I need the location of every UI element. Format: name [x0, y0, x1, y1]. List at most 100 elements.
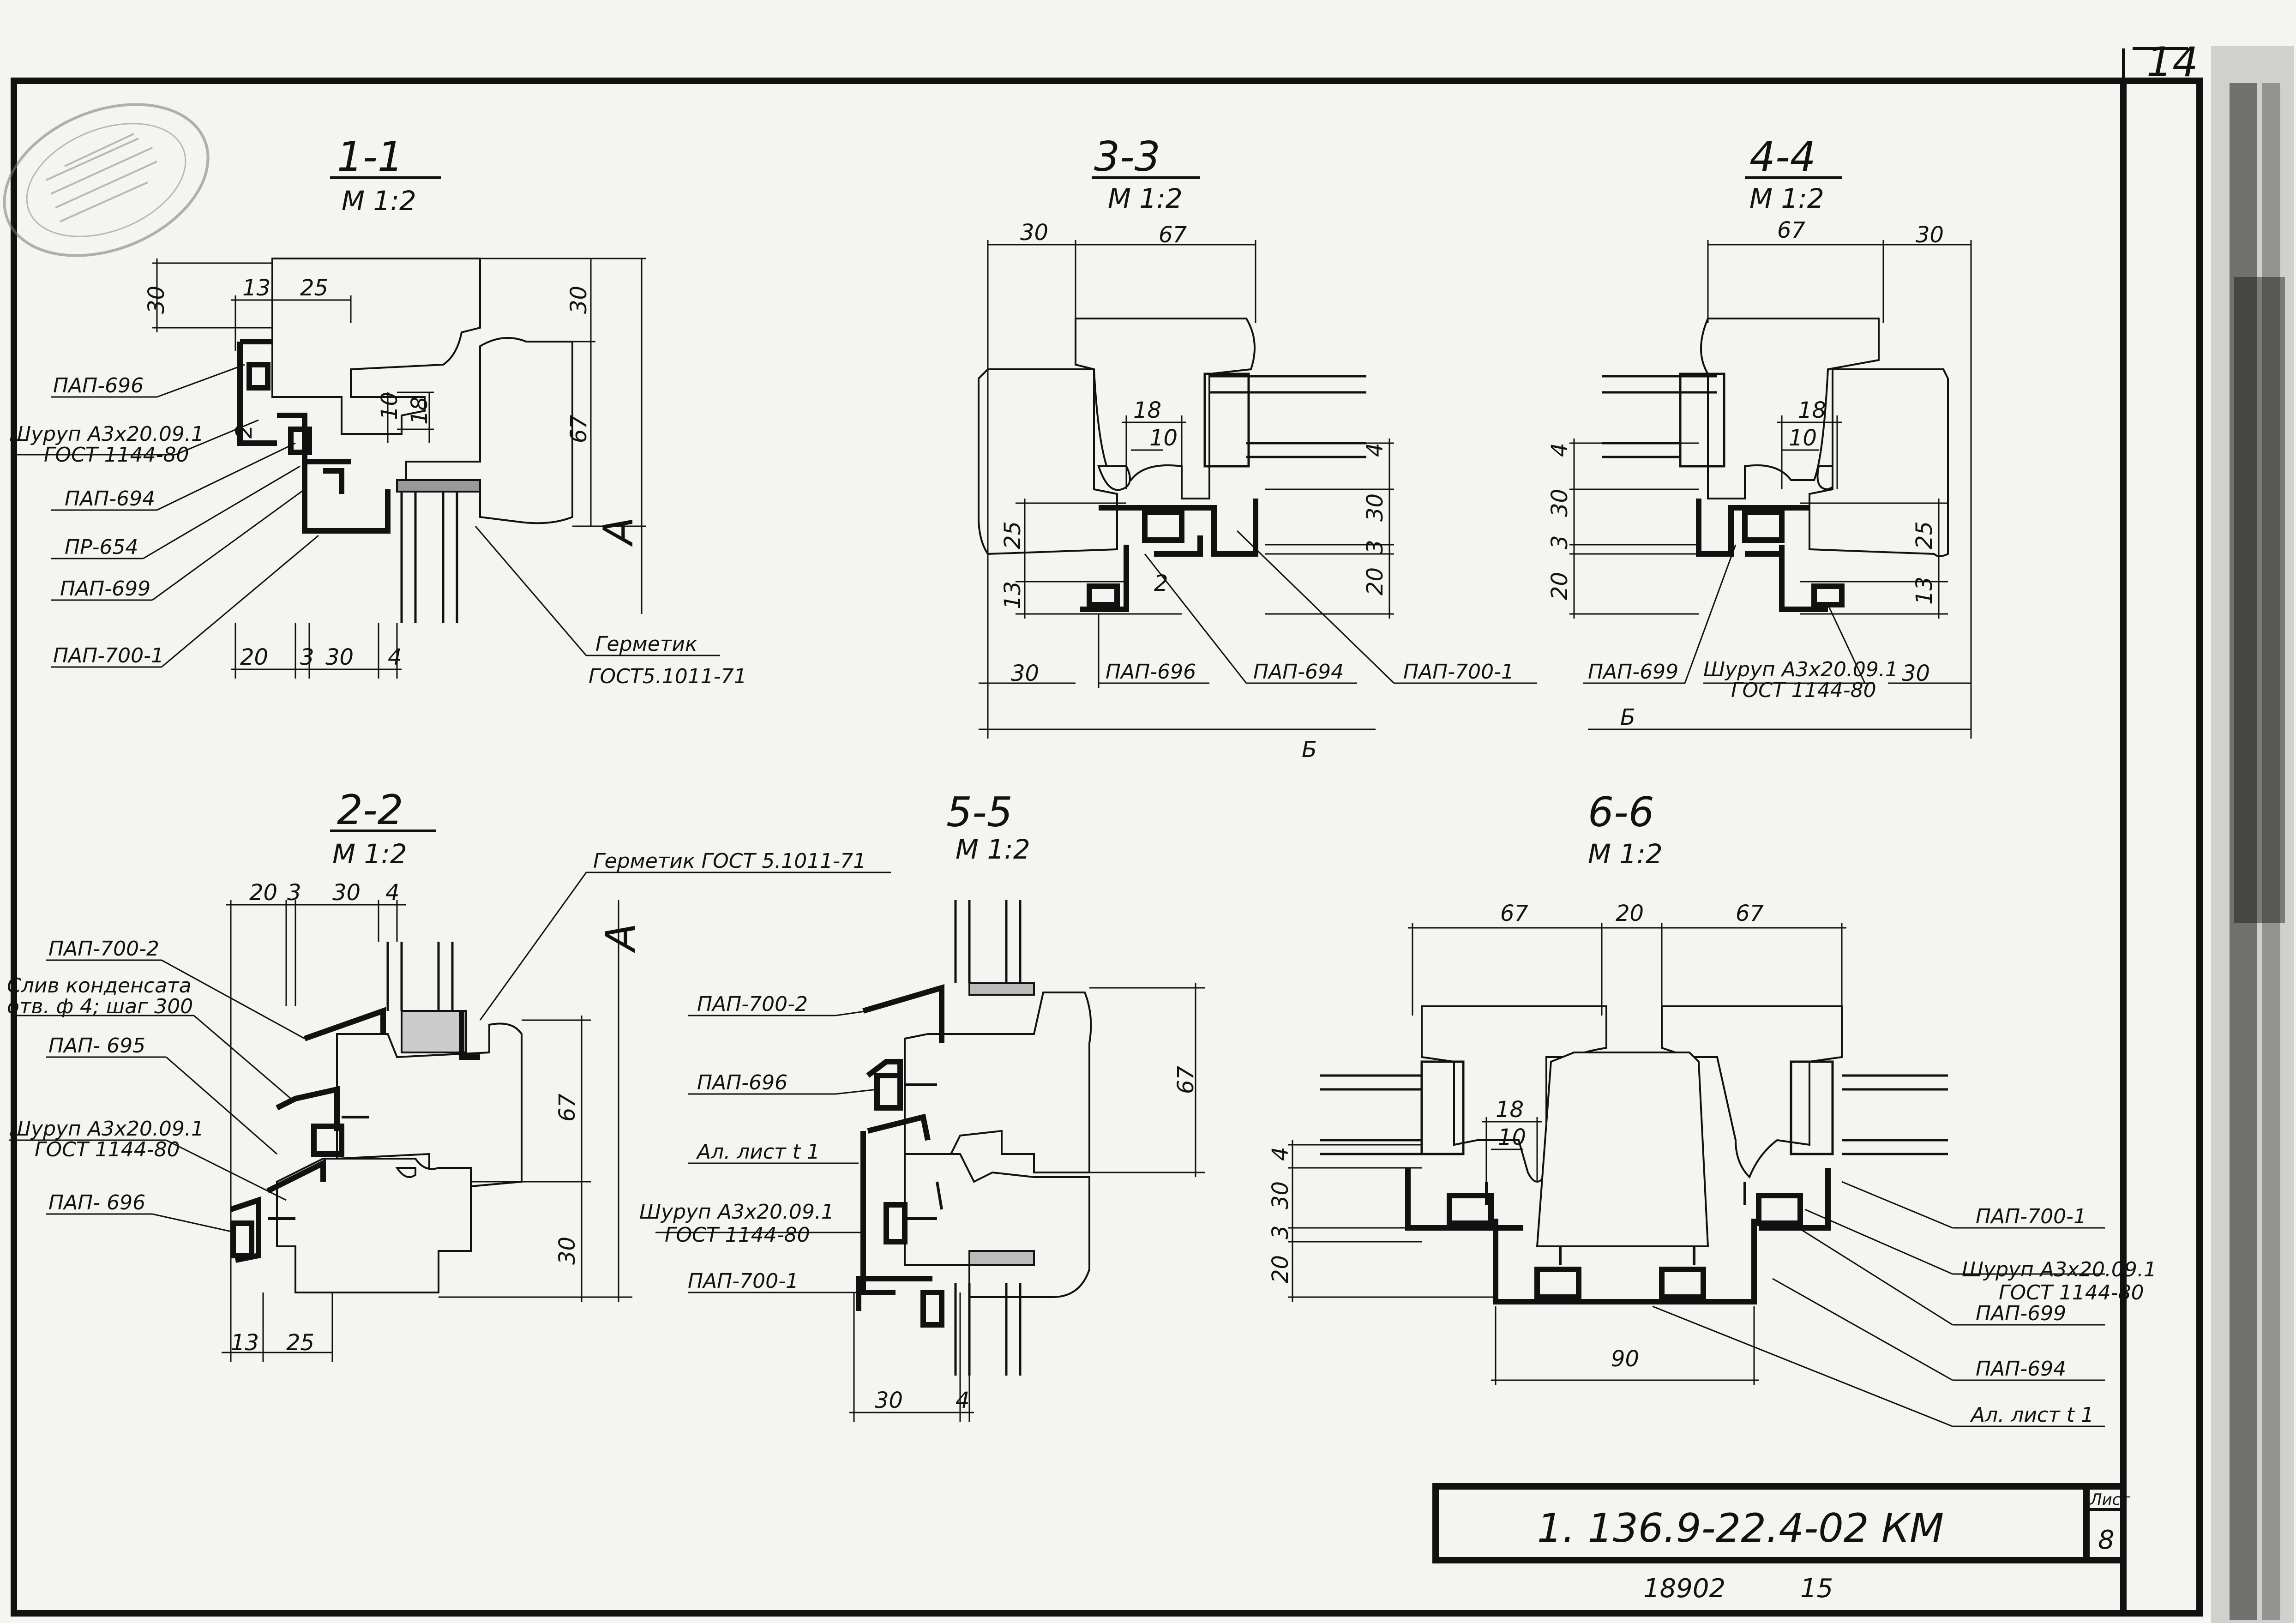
dim-4-4-18: 18	[1798, 397, 1826, 423]
dim-6-6-67b: 67	[1736, 901, 1764, 926]
label-2-2-screw-gost: ГОСТ 1144-80	[35, 1138, 180, 1161]
label-2-2-sealant: Герметик ГОСТ 5.1011-71	[593, 849, 866, 873]
dim-4-4-30b: 30	[1547, 489, 1573, 517]
label-3-3-pap-696: ПАП-696	[1106, 660, 1196, 684]
dim-3-3-10: 10	[1149, 425, 1178, 451]
sheet-frame	[11, 46, 2294, 1623]
section-2-2: 2-2 М 1:2	[7, 786, 891, 1362]
dim-6-6-30: 30	[1268, 1181, 1293, 1209]
page-number: 15	[1800, 1574, 1833, 1604]
label-6-6-pap-694: ПАП-694	[1976, 1357, 2066, 1381]
dim-1-1-20: 20	[240, 644, 268, 670]
section-3-3-title: 3-3	[1094, 133, 1160, 180]
dim-2-2-20: 20	[249, 880, 277, 906]
label-4-4-screw-gost: ГОСТ 1144-80	[1731, 679, 1876, 702]
section-2-2-title: 2-2	[337, 786, 403, 834]
dim-3-3-30c: 30	[1011, 661, 1039, 686]
dim-2-2-13: 13	[231, 1330, 259, 1356]
sheet-label: Лист	[2089, 1491, 2130, 1509]
label-5-5-pap-700-2: ПАП-700-2	[697, 992, 808, 1016]
label-5-5-screw-gost: ГОСТ 1144-80	[665, 1223, 810, 1247]
sheet-number: 8	[2098, 1525, 2115, 1555]
dim-1-1-10: 10	[377, 392, 403, 420]
label-3-3-pap-700-1: ПАП-700-1	[1403, 660, 1514, 684]
dim-3-3-67: 67	[1159, 222, 1187, 248]
dim-6-6-20: 20	[1616, 901, 1644, 926]
label-1-1-pap-694: ПАП-694	[65, 487, 155, 511]
section-6-6-title: 6-6	[1588, 788, 1654, 836]
dim-4-4-13: 13	[1911, 577, 1937, 605]
label-5-5-pap-696: ПАП-696	[697, 1071, 787, 1094]
section-1-1-title: 1-1	[337, 133, 403, 180]
dim-6-6-90: 90	[1611, 1346, 1639, 1372]
dim-1-1-25: 25	[300, 275, 328, 301]
label-1-1-pap-696: ПАП-696	[53, 374, 144, 397]
dim-3-3-30b: 30	[1362, 493, 1388, 522]
dim-3-3-18: 18	[1133, 397, 1161, 423]
dim-2-2-25: 25	[286, 1330, 314, 1356]
label-6-6-pap-699: ПАП-699	[1976, 1302, 2066, 1325]
dim-3-3-3: 3	[1362, 540, 1388, 554]
title-block: 1. 136.9-22.4-02 КМ Лист 8	[1432, 1483, 2130, 1563]
section-2-2-scale: М 1:2	[332, 838, 407, 870]
dim-6-6-67a: 67	[1500, 901, 1529, 926]
label-6-6-al-sheet: Ал. лист t 1	[1970, 1403, 2094, 1427]
dim-1-1-13: 13	[242, 275, 270, 301]
dim-1-1-18: 18	[407, 397, 433, 425]
dim-4-4-25: 25	[1911, 521, 1937, 549]
label-1-1-pap-700-1: ПАП-700-1	[53, 644, 164, 667]
dim-4-4-30c: 30	[1902, 661, 1930, 686]
dim-2-2-A: А	[597, 923, 644, 953]
label-5-5-screw: Шуруп А3х20.09.1	[639, 1200, 834, 1224]
dim-1-1-30c: 30	[325, 644, 354, 670]
dim-1-1-4: 4	[388, 644, 402, 670]
label-1-1-sealant: Герметик	[595, 632, 697, 656]
label-1-1-pr-654: ПР-654	[65, 535, 138, 559]
label-2-2-pap-700-2: ПАП-700-2	[48, 937, 159, 961]
dim-5-5-67: 67	[1173, 1065, 1199, 1094]
label-5-5-al-sheet: Ал. лист t 1	[696, 1140, 820, 1164]
dim-1-1-2: 2	[231, 424, 257, 439]
label-6-6-pap-700-1: ПАП-700-1	[1976, 1205, 2086, 1228]
label-1-1-sealant-gost: ГОСТ5.1011-71	[589, 665, 747, 688]
section-4-4-scale: М 1:2	[1749, 183, 1824, 214]
dim-6-6-18: 18	[1496, 1097, 1524, 1123]
dim-4-4-4: 4	[1547, 443, 1573, 457]
section-1-1: 1-1 М 1:2	[9, 133, 747, 688]
section-5-5-scale: М 1:2	[956, 834, 1030, 865]
dim-3-3-B: Б	[1302, 737, 1317, 763]
label-4-4-screw: Шуруп А3х20.09.1	[1703, 658, 1898, 681]
dim-2-2-67: 67	[554, 1093, 580, 1122]
dim-6-6-4: 4	[1268, 1147, 1293, 1161]
label-5-5-pap-700-1: ПАП-700-1	[688, 1269, 799, 1293]
label-3-3-pap-694: ПАП-694	[1253, 660, 1344, 684]
dim-4-4-B: Б	[1620, 704, 1635, 730]
label-6-6-screw: Шуруп А3х20.09.1	[1962, 1258, 2157, 1281]
dim-4-4-10: 10	[1789, 425, 1817, 451]
label-6-6-screw-gost: ГОСТ 1144-80	[1999, 1281, 2144, 1304]
section-4-4-title: 4-4	[1749, 133, 1816, 180]
label-1-1-screw-gost: ГОСТ 1144-80	[44, 443, 189, 467]
section-5-5-title: 5-5	[946, 788, 1013, 836]
dim-3-3-30a: 30	[1020, 220, 1048, 246]
dim-5-5-4: 4	[956, 1388, 970, 1413]
drawing-code: 1. 136.9-22.4-02 КМ	[1537, 1505, 1944, 1551]
archive-number: 18902	[1643, 1574, 1725, 1604]
section-4-4: 4-4 М 1:2	[1547, 133, 1972, 739]
dim-5-5-30: 30	[875, 1388, 903, 1413]
dim-1-1-30a: 30	[144, 286, 169, 314]
dim-1-1-30b: 30	[566, 286, 592, 314]
label-2-2-drain-holes: отв. ф 4; шаг 300	[7, 995, 193, 1018]
section-3-3: 3-3 М 1:2	[978, 133, 1537, 763]
sheet-number-top: 14	[2146, 38, 2198, 86]
label-2-2-pap-695: ПАП- 695	[48, 1034, 145, 1058]
label-2-2-drain: Слив конденсата	[7, 974, 192, 998]
approval-stamp	[3, 103, 210, 257]
label-2-2-pap-696: ПАП- 696	[48, 1191, 145, 1214]
dim-1-1-A: А	[595, 517, 642, 547]
dim-2-2-30: 30	[332, 880, 361, 906]
section-6-6: 6-6 М 1:2	[1268, 788, 2157, 1427]
dim-3-3-4: 4	[1362, 443, 1388, 457]
